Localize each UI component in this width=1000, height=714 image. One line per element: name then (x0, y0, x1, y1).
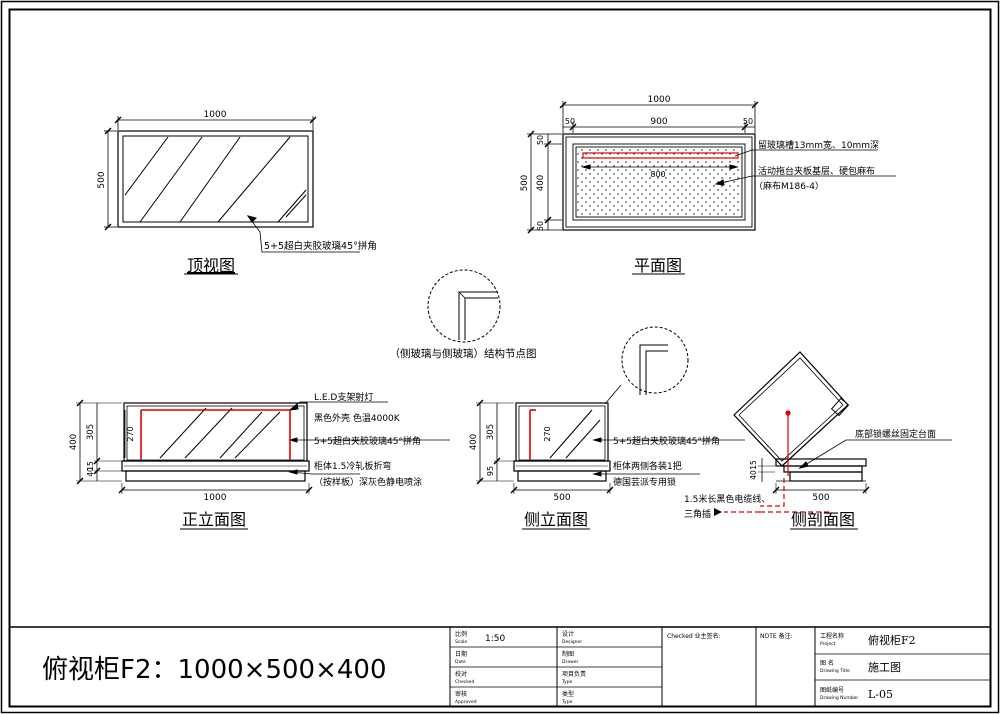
plan-view-caption: 平面图 (634, 256, 682, 275)
front-led-note: L.E.D支架射灯 (314, 391, 373, 403)
owner-signature-label: Checked 业主签名: (667, 632, 721, 640)
side-glass-note: 5+5超白夹胶玻璃45°拼角 (613, 435, 720, 447)
side-elevation-caption: 侧立面图 (524, 510, 588, 529)
side-dim-glass-h: 305 (486, 424, 496, 440)
drawn-sub: Drawer (562, 659, 579, 665)
top-view-glass-note: 5+5超白夹胶玻璃45°拼角 (264, 240, 377, 252)
front-dim-width: 1000 (204, 493, 227, 503)
scale-sub: Scale (455, 639, 467, 645)
section-dim-small-2: 15 (749, 460, 758, 470)
front-dim-small-1: 40 (86, 467, 95, 477)
pm-label: 项目负责 (562, 670, 586, 678)
design-label: 设计 (562, 630, 574, 638)
side-section-caption: 侧剖面图 (791, 510, 855, 529)
section-cable-note-2: 三角插 (684, 508, 711, 520)
front-cabinet-note: 柜体1.5冷轧板折弯 (314, 460, 391, 472)
front-cabinet-note-2: （按样板）深灰色静电喷涂 (314, 476, 422, 488)
drawing-title-sub: Drawing Title (820, 668, 850, 674)
plan-base-note-2: （麻布M186-4） (754, 180, 824, 192)
side-lock-note: 柜体两侧各装1把 (613, 460, 682, 472)
scale-value: 1:50 (485, 634, 505, 644)
plan-dim-left-total: 500 (520, 175, 530, 191)
top-view (104, 116, 360, 253)
checked-sub: Checked (455, 679, 474, 685)
side-dim-total-h: 400 (469, 434, 479, 450)
date-label: 日期 (455, 650, 467, 658)
drawn-label: 制图 (562, 650, 574, 658)
node-detail-caption: （侧玻璃与侧玻璃）结构节点图 (390, 347, 537, 360)
drawing-title-value: 施工图 (868, 661, 901, 674)
plan-dim-top: 50 (536, 135, 545, 145)
project-sub: Project (820, 641, 836, 647)
design-sub: Designer (562, 639, 582, 645)
checked-label: 校对 (455, 670, 467, 678)
plan-dim-left: 50 (565, 117, 575, 126)
top-view-caption: 顶视图 (187, 256, 235, 275)
section-dim-width: 500 (812, 493, 829, 503)
project-label: 工程名称 (820, 632, 844, 640)
approved-label: 审核 (455, 690, 467, 698)
plan-dim-bottom: 50 (536, 221, 545, 231)
side-dim-base-h: 95 (486, 466, 495, 476)
section-cable-note: 1.5米长黑色电缆线、 (684, 493, 770, 505)
drawing-no-sub: Drawing Number (820, 695, 858, 701)
drawing-no-value: L-05 (868, 688, 893, 701)
plan-dim-total: 1000 (648, 95, 671, 105)
approved-sub: Approved (455, 699, 477, 705)
front-dim-glass-h: 305 (86, 424, 96, 440)
front-dim-total-h: 400 (69, 434, 79, 450)
top-view-dim-width: 1000 (204, 110, 227, 120)
plug-arrow-icon (714, 508, 722, 516)
drawing-no-label: 图纸编号 (820, 686, 844, 694)
front-glass-note: 5+5超白夹胶玻璃45°拼角 (314, 435, 421, 447)
front-elevation (76, 399, 450, 494)
note-label: NOTE 备注: (760, 632, 793, 640)
plan-base-note: 活动拖台夹板基层、硬包麻布 (758, 165, 875, 177)
project-value: 俯视柜F2 (868, 633, 916, 647)
side-elevation (476, 399, 745, 494)
top-view-dim-height: 500 (97, 171, 107, 188)
section-screw-note: 底部锁螺丝固定台面 (855, 428, 936, 440)
side-section-cable (724, 410, 830, 513)
front-dim-small-2: 15 (86, 461, 95, 471)
node-detail (427, 269, 501, 343)
front-led-note-2: 黑色外壳 色温4000K (314, 412, 401, 424)
title-block (10, 626, 990, 706)
front-dim-inner-h: 270 (126, 426, 135, 441)
side-node-detail (604, 326, 689, 405)
side-section (733, 351, 952, 494)
plan-dim-mid: 900 (650, 117, 667, 127)
inner-frame (8, 8, 992, 708)
plan-view (527, 101, 896, 234)
section-dim-small-1: 40 (749, 470, 758, 480)
side-lock-note-2: 德国芸派专用锁 (613, 476, 676, 488)
side-led-frame (529, 409, 536, 460)
main-title: 俯视柜F2：1000×500×400 (42, 655, 387, 685)
front-led-frame (140, 409, 291, 460)
plan-dim-right: 50 (743, 117, 753, 126)
drawing-title-label: 图 名 (820, 659, 834, 667)
side-dim-width: 500 (553, 493, 570, 503)
plan-dim-inner: 800 (650, 170, 665, 179)
plan-view-glass-groove (582, 152, 739, 159)
plan-groove-note: 留玻璃槽13mm宽、10mm深 (758, 139, 879, 151)
pm-sub: Type (561, 679, 573, 685)
type-label: 类型 (562, 690, 574, 698)
type-sub: Type (561, 699, 573, 705)
date-sub: Date (455, 659, 466, 665)
front-elevation-caption: 正立面图 (182, 510, 246, 529)
side-dim-inner-h: 270 (543, 426, 552, 441)
scale-label: 比例 (455, 630, 467, 638)
plan-dim-height: 400 (536, 175, 546, 191)
